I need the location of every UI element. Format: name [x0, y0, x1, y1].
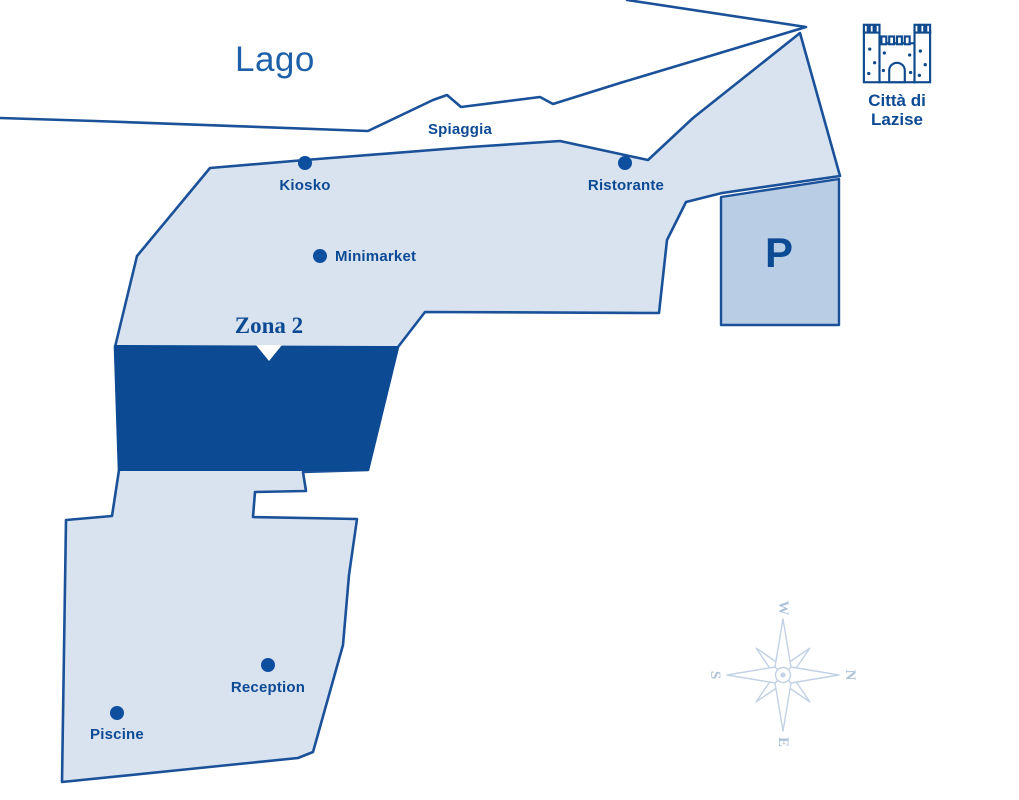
poi-label-piscine: Piscine — [90, 726, 144, 743]
compass-west-label: W — [775, 601, 791, 616]
beach-label: Spiaggia — [427, 121, 493, 138]
poi-label-minimarket: Minimarket — [335, 248, 417, 265]
poi-label-kiosko: Kiosko — [279, 177, 331, 194]
city-label-line2: Lazise — [871, 110, 923, 129]
poi-label-reception: Reception — [230, 679, 306, 696]
compass-south-label: S — [707, 671, 723, 679]
compass-rose-icon: N E S W — [707, 601, 858, 748]
piscine-marker — [110, 706, 124, 720]
lake-shoreline — [0, 0, 808, 133]
city-label-line1: Città di — [868, 91, 926, 110]
compass-east-label: E — [775, 737, 791, 747]
city-label: Città di Lazise — [868, 91, 926, 129]
castle-icon — [862, 23, 932, 84]
zone2-label: Zona 2 — [234, 313, 304, 338]
reception-marker — [261, 658, 275, 672]
parking-area — [719, 177, 841, 327]
poi-label-ristorante: Ristorante — [587, 177, 665, 194]
zone2-label-pointer — [256, 345, 282, 361]
ristorante-marker — [618, 156, 632, 170]
parking-label: P — [764, 229, 794, 276]
kiosko-marker — [298, 156, 312, 170]
campsite-area — [60, 31, 842, 784]
minimarket-marker — [313, 249, 327, 263]
zone2-area[interactable] — [114, 345, 399, 471]
compass-north-label: N — [842, 670, 858, 681]
lake-label: Lago — [235, 40, 315, 79]
